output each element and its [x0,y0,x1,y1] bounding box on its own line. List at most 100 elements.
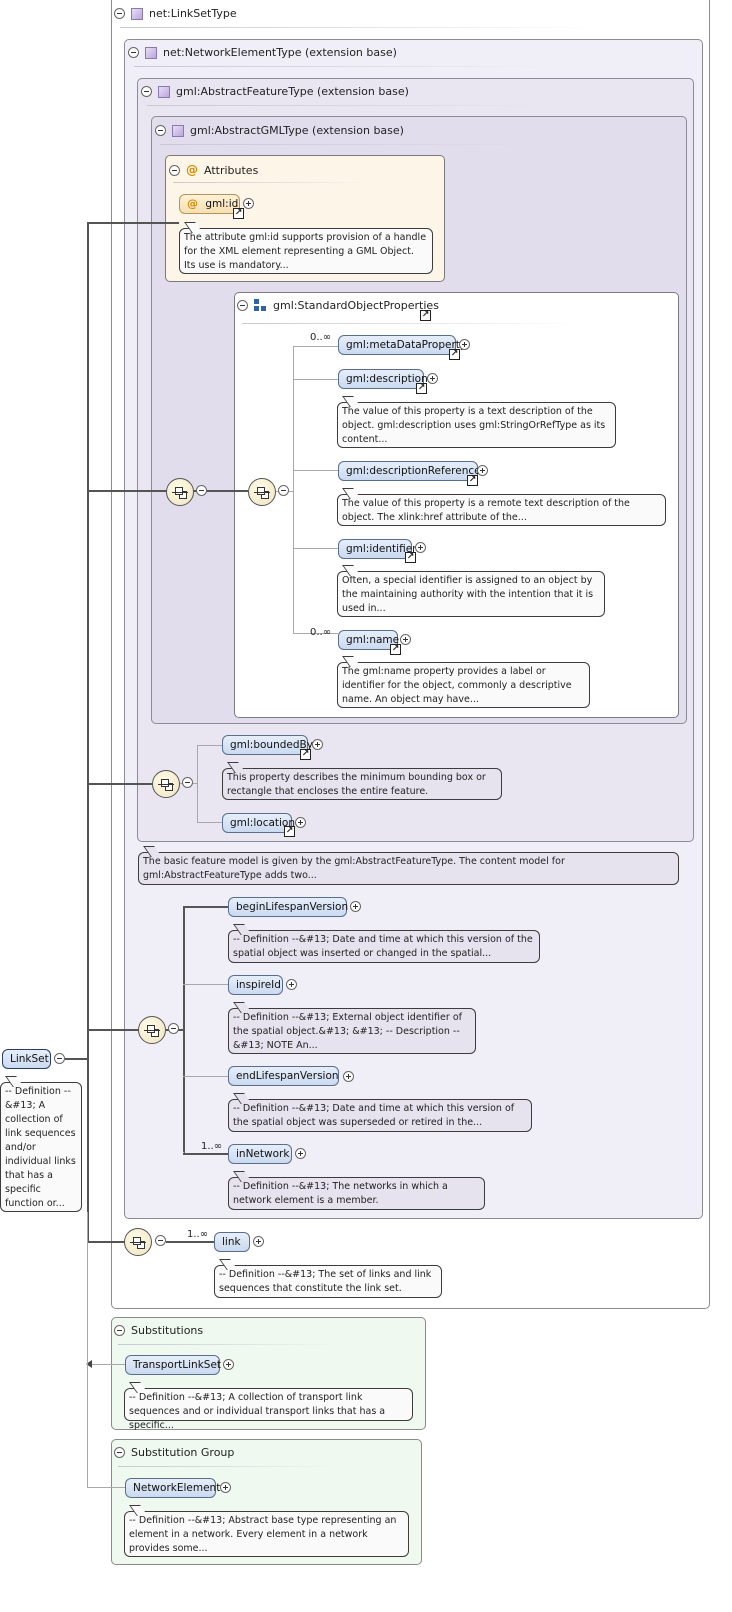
complex-type-icon [131,7,143,20]
link-set-type-header: net:LinkSetType [114,7,237,20]
endlifespanversion-doc: -- Definition --&#13; Date and time at w… [228,1099,532,1132]
substitution-group-title: Substitution Group [131,1446,235,1459]
multiplicity-label: 1..∞ [201,1141,223,1152]
abstract-feature-type-title: gml:AbstractFeatureType (extension base) [176,85,409,98]
link-element[interactable]: link [214,1232,250,1252]
collapse-icon[interactable] [54,1053,65,1064]
expand-icon[interactable] [223,1359,234,1370]
gml-identifier-element[interactable]: gml:identifier [338,539,416,559]
expand-icon[interactable] [350,901,361,912]
attribute-icon: @ [186,163,198,177]
network-element-type-header: net:NetworkElementType (extension base) [128,46,397,59]
linkset-root-element[interactable]: LinkSet [2,1049,51,1069]
reference-arrow-icon: ↗ [467,475,478,486]
complex-type-icon [158,85,170,98]
attributes-header: @ Attributes [169,163,258,177]
gml-description-element[interactable]: gml:description [338,369,428,389]
networkelement-element[interactable]: NetworkElement [125,1478,220,1498]
endlifespanversion-element[interactable]: endLifespanVersion [228,1066,339,1086]
innetwork-element[interactable]: inNetwork [228,1144,292,1164]
expand-icon[interactable] [312,739,323,750]
reference-arrow-icon: ↗ [390,644,401,655]
network-element-type-title: net:NetworkElementType (extension base) [163,46,397,59]
gml-boundedby-element[interactable]: gml:boundedBy [222,735,313,755]
gml-id-doc: The attribute gml:id supports provision … [179,228,433,274]
gml-boundedby-doc: This property describes the minimum boun… [222,768,502,800]
collapse-icon[interactable] [169,164,180,176]
linkset-root-doc: -- Definition --&#13; A collection of li… [0,1082,82,1212]
collapse-icon[interactable] [114,1447,125,1458]
beginlifespanversion-doc: -- Definition --&#13; Date and time at w… [228,930,540,963]
collapse-icon[interactable] [196,485,207,496]
expand-icon[interactable] [343,1071,354,1082]
expand-icon[interactable] [477,465,488,476]
expand-icon[interactable] [220,1482,231,1493]
collapse-icon[interactable] [168,1023,179,1034]
gml-identifier-doc: Often, a special identifier is assigned … [337,571,605,617]
multiplicity-label: 0..∞ [310,627,332,638]
reference-arrow-icon: ↗ [405,552,416,563]
sequence-compositor-icon[interactable] [124,1228,152,1256]
collapse-icon[interactable] [182,777,193,788]
sequence-compositor-icon[interactable] [152,770,180,798]
gml-name-doc: The gml:name property provides a label o… [337,662,590,708]
reference-arrow-icon: ↗ [284,826,295,837]
expand-icon[interactable] [459,339,470,350]
sequence-compositor-icon[interactable] [166,478,194,506]
collapse-icon[interactable] [237,300,248,311]
abstract-gml-type-header: gml:AbstractGMLType (extension base) [155,124,404,137]
gml-location-element[interactable]: gml:location [222,813,295,833]
abstract-gml-type-title: gml:AbstractGMLType (extension base) [190,124,404,137]
expand-icon[interactable] [295,1148,306,1159]
complex-type-icon [172,124,184,137]
expand-icon[interactable] [415,542,426,553]
collapse-icon[interactable] [114,1325,125,1336]
reference-arrow-icon: ↗ [449,349,460,360]
substitutions-title: Substitutions [131,1324,204,1337]
collapse-icon[interactable] [128,47,139,58]
collapse-icon[interactable] [114,8,125,19]
expand-icon[interactable] [286,979,297,990]
expand-icon[interactable] [243,198,254,209]
inspireid-element[interactable]: inspireId [228,975,283,995]
gml-id-attribute[interactable]: @ gml:id [179,194,240,214]
substitutions-header: Substitutions [114,1324,203,1337]
reference-arrow-icon: ↗ [300,749,311,760]
gml-name-element[interactable]: gml:name [338,630,399,650]
reference-arrow-icon: ↗ [416,383,427,394]
abstract-feature-type-header: gml:AbstractFeatureType (extension base) [141,85,409,98]
abstract-feature-type-doc: The basic feature model is given by the … [138,852,679,885]
attribute-icon: @ [187,197,198,210]
standard-object-properties-title: gml:StandardObjectProperties [273,299,439,312]
collapse-icon[interactable] [141,86,152,97]
model-group-icon [254,299,267,312]
transportlinkset-element[interactable]: TransportLinkSet [125,1355,221,1375]
expand-icon[interactable] [295,817,306,828]
collapse-icon[interactable] [155,125,166,136]
networkelement-doc: -- Definition --&#13; Abstract base type… [124,1511,409,1557]
sequence-compositor-icon[interactable] [138,1016,166,1044]
link-set-type-title: net:LinkSetType [149,7,237,20]
complex-type-icon [145,46,157,59]
transportlinkset-doc: -- Definition --&#13; A collection of tr… [124,1388,413,1431]
collapse-icon[interactable] [278,485,289,496]
link-doc: -- Definition --&#13; The set of links a… [214,1265,442,1298]
gml-metadataproperty-element[interactable]: gml:metaDataProperty [338,335,466,355]
sequence-compositor-icon[interactable] [248,478,276,506]
collapse-icon[interactable] [155,1235,166,1246]
innetwork-doc: -- Definition --&#13; The networks in wh… [228,1177,485,1210]
gml-descriptionreference-element[interactable]: gml:descriptionReference [338,461,481,481]
expand-icon[interactable] [427,373,438,384]
beginlifespanversion-element[interactable]: beginLifespanVersion [228,897,348,917]
multiplicity-label: 0..∞ [310,332,332,343]
arrow-left-icon [86,1360,92,1368]
reference-arrow-icon: ↗ [420,310,431,321]
expand-icon[interactable] [400,634,411,645]
gml-descriptionreference-doc: The value of this property is a remote t… [337,494,666,526]
attributes-title: Attributes [204,163,259,177]
reference-arrow-icon: ↗ [233,208,244,219]
expand-icon[interactable] [253,1236,264,1247]
inspireid-doc: -- Definition --&#13; External object id… [228,1008,476,1054]
multiplicity-label: 1..∞ [187,1229,209,1240]
gml-description-doc: The value of this property is a text des… [337,402,616,448]
